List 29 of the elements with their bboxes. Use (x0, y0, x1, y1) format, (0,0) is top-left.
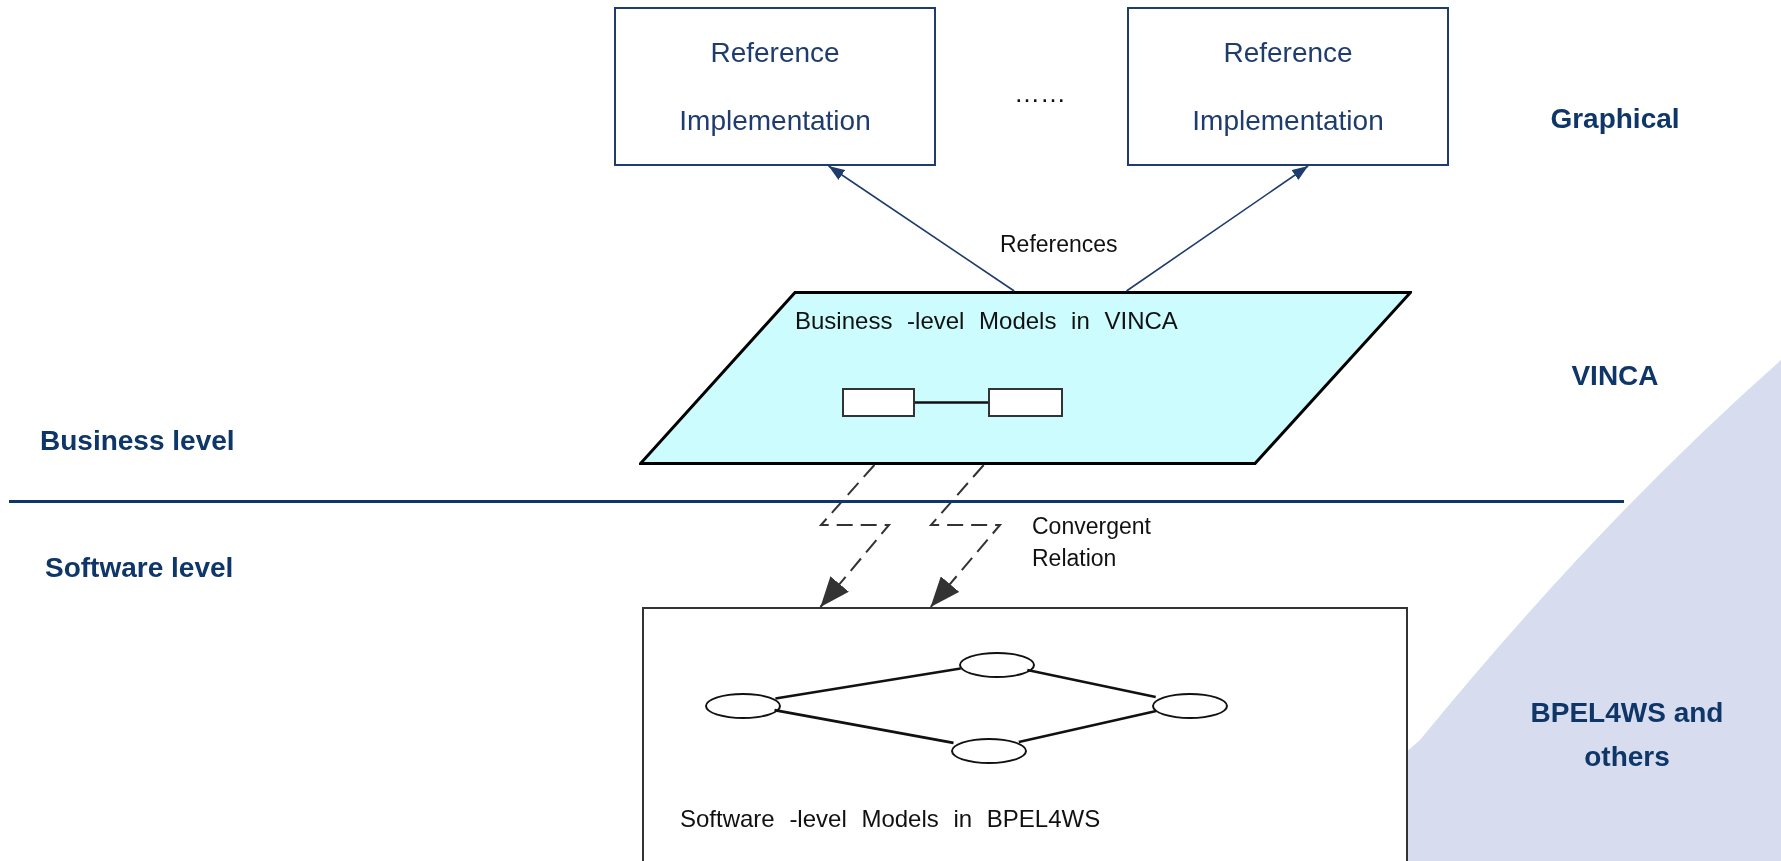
connector-line (774, 708, 954, 745)
layer-label: VINCA (1570, 359, 1660, 393)
dashed-arrow (928, 464, 1003, 608)
ellipse-node (705, 693, 781, 719)
connector-line (775, 667, 961, 700)
node-label: Reference Implementation (1191, 35, 1385, 138)
arrow (827, 165, 1015, 292)
node-label: Reference Implementation (678, 35, 872, 138)
ellipsis: …… (1013, 78, 1067, 109)
dashed-arrow (818, 464, 892, 608)
small-rectangle (988, 388, 1063, 417)
connector-line (1018, 709, 1157, 744)
ellipse-node (1152, 693, 1228, 719)
layer-label: BPEL4WS and others (1529, 696, 1725, 774)
level-label: Software level (45, 551, 235, 585)
ellipse-node (959, 652, 1035, 678)
reference-box (1127, 7, 1449, 166)
connector-line (1027, 668, 1156, 699)
reference-box (614, 7, 936, 166)
node-label: Software -level Models in BPEL4WS (680, 805, 1101, 833)
connector-line (915, 401, 988, 404)
ellipse-node (951, 738, 1027, 764)
model-box (642, 607, 1408, 861)
node-label: Business -level Models in VINCA (795, 307, 1178, 335)
layer-label: Graphical (1549, 102, 1681, 136)
arrow (1125, 165, 1309, 292)
level-label: Business level (40, 424, 236, 458)
parallelogram-panel (639, 291, 1412, 465)
small-rectangle (842, 388, 915, 417)
